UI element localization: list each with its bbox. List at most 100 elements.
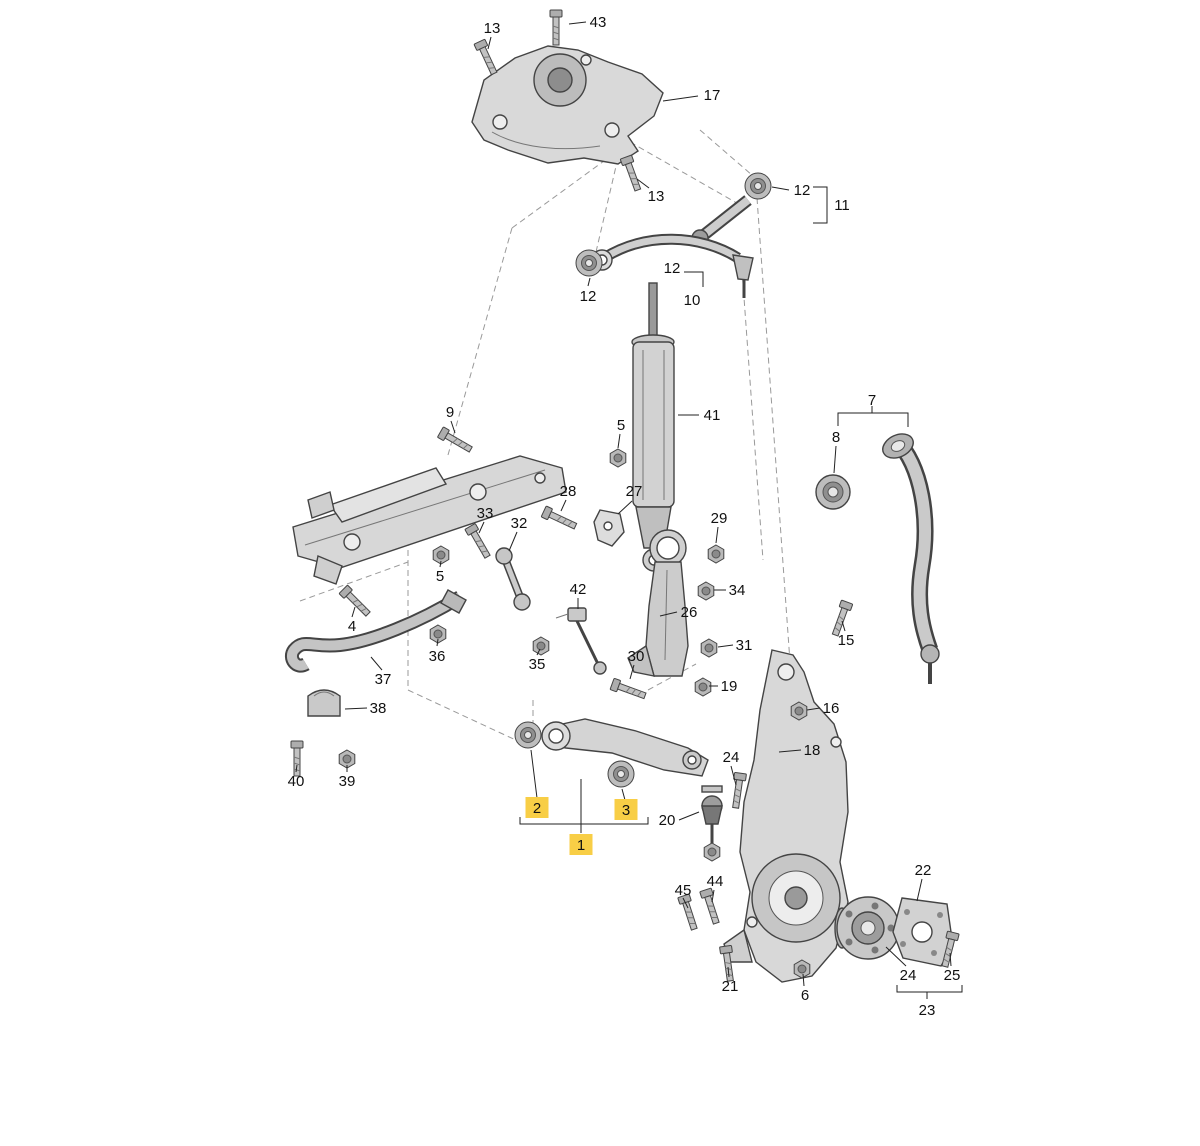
callout-label: 23 (919, 1002, 936, 1019)
callout-12[interactable]: 12 (664, 260, 681, 277)
callout-label: 16 (823, 700, 840, 717)
callout-20[interactable]: 20 (659, 812, 676, 829)
nut-34-drawing (697, 581, 715, 601)
callout-26[interactable]: 26 (681, 604, 698, 621)
callout-1[interactable]: 1 (569, 834, 593, 855)
callout-43[interactable]: 43 (590, 14, 607, 31)
stabilizer-clamp-drawing (307, 689, 341, 717)
callout-22[interactable]: 22 (915, 862, 932, 879)
callout-31[interactable]: 31 (736, 637, 753, 654)
callout-12[interactable]: 12 (794, 182, 811, 199)
strut-drawing (631, 282, 675, 572)
stabilizer-bar-drawing (285, 589, 467, 673)
callout-32[interactable]: 32 (511, 515, 528, 532)
callout-label: 26 (681, 604, 698, 621)
callout-6[interactable]: 6 (801, 987, 809, 1004)
bushing-12-right-drawing (744, 172, 772, 200)
callout-30[interactable]: 30 (628, 648, 645, 665)
callout-label: 5 (617, 417, 625, 434)
callout-34[interactable]: 34 (729, 582, 746, 599)
callout-12[interactable]: 12 (580, 288, 597, 305)
callout-23[interactable]: 23 (919, 1002, 936, 1019)
callout-27[interactable]: 27 (626, 483, 643, 500)
callout-44[interactable]: 44 (707, 873, 724, 890)
callout-highlight (525, 797, 549, 818)
cover-plate-drawing (892, 897, 954, 967)
callout-37[interactable]: 37 (375, 671, 392, 688)
callout-label: 12 (664, 260, 681, 277)
group-brackets (519, 186, 963, 999)
strut-fork-drawing (627, 529, 689, 677)
callout-35[interactable]: 35 (529, 656, 546, 673)
callout-2[interactable]: 2 (525, 797, 549, 818)
callout-39[interactable]: 39 (339, 773, 356, 790)
callout-42[interactable]: 42 (570, 581, 587, 598)
callout-8[interactable]: 8 (832, 429, 840, 446)
callout-label: 32 (511, 515, 528, 532)
nut-29-drawing (707, 544, 725, 564)
callout-28[interactable]: 28 (560, 483, 577, 500)
bushing-8-drawing (815, 474, 851, 510)
callout-5[interactable]: 5 (436, 568, 444, 585)
bolt-33-drawing (464, 522, 494, 561)
callout-24[interactable]: 24 (723, 749, 740, 766)
callout-label: 10 (684, 292, 701, 309)
callout-21[interactable]: 21 (722, 978, 739, 995)
callout-label: 20 (659, 812, 676, 829)
callout-33[interactable]: 33 (477, 505, 494, 522)
callout-7[interactable]: 7 (868, 392, 876, 409)
ball-joint-nut-drawing (703, 842, 721, 862)
callout-19[interactable]: 19 (721, 678, 738, 695)
callout-label: 4 (348, 618, 356, 635)
callout-label: 6 (801, 987, 809, 1004)
callout-45[interactable]: 45 (675, 882, 692, 899)
callout-label: 18 (804, 742, 821, 759)
callout-17[interactable]: 17 (704, 87, 721, 104)
callout-label: 13 (484, 20, 501, 37)
callout-label: 1 (577, 837, 585, 854)
callout-label: 31 (736, 637, 753, 654)
callout-38[interactable]: 38 (370, 700, 387, 717)
callout-25[interactable]: 25 (944, 967, 961, 984)
callout-label: 41 (704, 407, 721, 424)
callout-9[interactable]: 9 (446, 404, 454, 421)
callout-label: 21 (722, 978, 739, 995)
callout-24[interactable]: 24 (900, 967, 917, 984)
callout-label: 27 (626, 483, 643, 500)
callout-4[interactable]: 4 (348, 618, 356, 635)
callout-29[interactable]: 29 (711, 510, 728, 527)
callout-label: 39 (339, 773, 356, 790)
callout-label: 13 (648, 188, 665, 205)
callout-36[interactable]: 36 (429, 648, 446, 665)
wheel-hub-drawing (834, 896, 900, 960)
callout-18[interactable]: 18 (804, 742, 821, 759)
callout-label: 45 (675, 882, 692, 899)
nut-5-right-drawing (609, 448, 627, 468)
callout-label: 37 (375, 671, 392, 688)
callout-3[interactable]: 3 (614, 799, 638, 820)
strut-mount-drawing (471, 45, 664, 165)
callout-label: 35 (529, 656, 546, 673)
callout-5[interactable]: 5 (617, 417, 625, 434)
callout-label: 22 (915, 862, 932, 879)
callout-13[interactable]: 13 (648, 188, 665, 205)
callout-highlight (614, 799, 638, 820)
leader-lines (295, 21, 952, 987)
callout-label: 19 (721, 678, 738, 695)
callout-label: 30 (628, 648, 645, 665)
callout-41[interactable]: 41 (704, 407, 721, 424)
bushing-2-drawing (514, 721, 542, 749)
callout-10[interactable]: 10 (684, 292, 701, 309)
bushing-3-drawing (607, 760, 635, 788)
callout-40[interactable]: 40 (288, 773, 305, 790)
callout-16[interactable]: 16 (823, 700, 840, 717)
bolt-45-drawing (677, 893, 701, 932)
callout-15[interactable]: 15 (838, 632, 855, 649)
callout-13[interactable]: 13 (484, 20, 501, 37)
knuckle-drawing (723, 649, 849, 983)
callout-11[interactable]: 11 (834, 197, 850, 214)
bolt-44-drawing (699, 887, 723, 926)
bolt-13-top-drawing (473, 38, 501, 77)
